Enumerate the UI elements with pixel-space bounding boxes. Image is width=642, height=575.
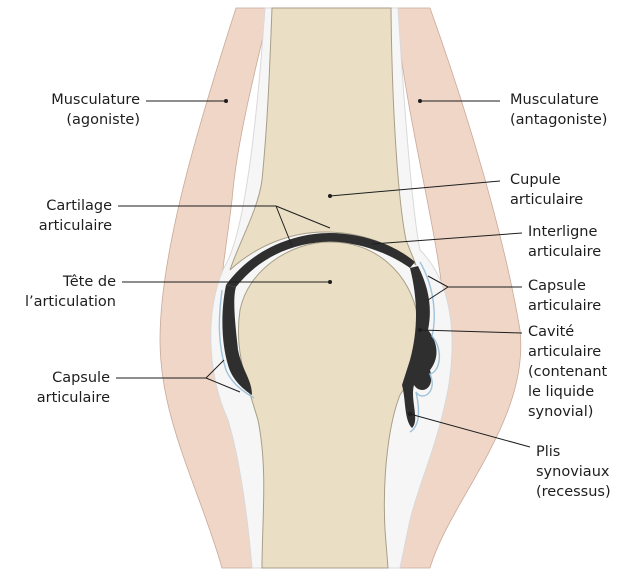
label-tete-articulation: Tête de l’articulation — [0, 272, 116, 312]
label-plis-synoviaux: Plis synoviaux (recessus) — [536, 442, 640, 502]
label-musculature-antagoniste: Musculature (antagoniste) — [510, 90, 640, 130]
label-cupule-articulaire: Cupule articulaire — [510, 170, 630, 210]
label-interligne-articulaire: Interligne articulaire — [528, 222, 640, 262]
label-capsule-articulaire-left: Capsule articulaire — [0, 368, 110, 408]
label-musculature-agoniste: Musculature (agoniste) — [20, 90, 140, 130]
label-capsule-articulaire-right: Capsule articulaire — [528, 276, 640, 316]
label-cavite-articulaire: Cavité articulaire (contenant le liquide… — [528, 322, 640, 422]
label-cartilage-articulaire: Cartilage articulaire — [0, 196, 112, 236]
